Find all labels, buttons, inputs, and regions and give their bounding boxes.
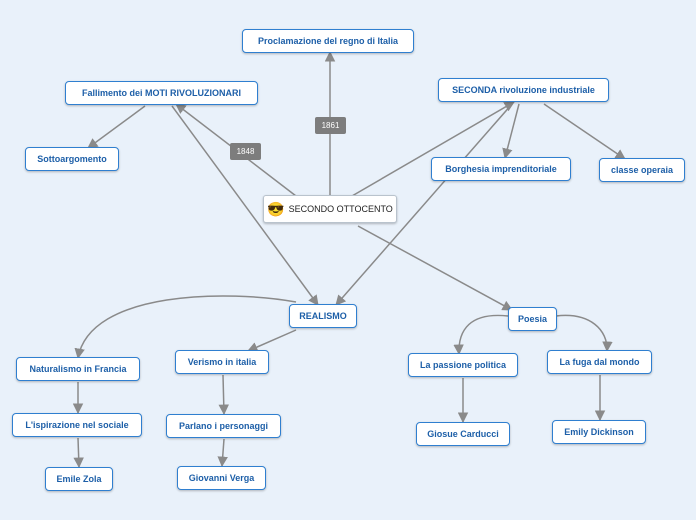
connector-realismo-naturalismo (74, 295, 297, 360)
node-giosue-carducci[interactable]: Giosue Carducci (416, 422, 510, 446)
connector-fallimento-realismo (171, 105, 319, 306)
node-sottoargomento[interactable]: Sottoargomento (25, 147, 119, 171)
node-fuga-dal-mondo[interactable]: La fuga dal mondo (547, 350, 652, 374)
node-verismo[interactable]: Verismo in italia (175, 350, 269, 374)
node-passione-politica[interactable]: La passione politica (408, 353, 518, 377)
connector-realismo-verismo (247, 329, 297, 353)
tag-1861: 1861 (315, 117, 346, 134)
node-proclamazione[interactable]: Proclamazione del regno di Italia (242, 29, 414, 53)
connector-ispirazione-zola (73, 437, 84, 469)
connector-verismo-parlano (218, 374, 230, 416)
node-emily-dickinson[interactable]: Emily Dickinson (552, 420, 646, 444)
node-naturalismo[interactable]: Naturalismo in Francia (16, 357, 140, 381)
node-borghesia[interactable]: Borghesia imprenditoriale (431, 157, 571, 181)
node-giovanni-verga[interactable]: Giovanni Verga (177, 466, 266, 490)
connector-center-seconda (351, 101, 515, 197)
connector-center-poesia (357, 225, 513, 311)
connector-seconda-borghesia (502, 103, 520, 160)
node-realismo[interactable]: REALISMO (289, 304, 357, 328)
tag-1848: 1848 (230, 143, 261, 160)
node-poesia[interactable]: Poesia (508, 307, 557, 331)
node-classe-operaia[interactable]: classe operaia (599, 158, 685, 182)
central-topic[interactable]: 😎 SECONDO OTTOCENTO (263, 195, 397, 223)
connector-parlano-verga (217, 438, 228, 468)
node-parlano[interactable]: Parlano i personaggi (166, 414, 281, 438)
connector-seconda-realismo (335, 103, 513, 306)
connector-poesia-fuga (555, 314, 613, 353)
connector-seconda-classe (543, 103, 626, 160)
node-fallimento[interactable]: Fallimento dei MOTI RIVOLUZIONARI (65, 81, 258, 105)
connector-poesia-passione (453, 314, 509, 356)
central-topic-label: SECONDO OTTOCENTO (288, 204, 393, 214)
sunglasses-face-icon: 😎 (267, 201, 285, 217)
connector-fallimento-sottoargomento (87, 105, 146, 149)
node-seconda-rivoluzione[interactable]: SECONDA rivoluzione industriale (438, 78, 609, 102)
node-ispirazione[interactable]: L'ispirazione nel sociale (12, 413, 142, 437)
node-emile-zola[interactable]: Emile Zola (45, 467, 113, 491)
